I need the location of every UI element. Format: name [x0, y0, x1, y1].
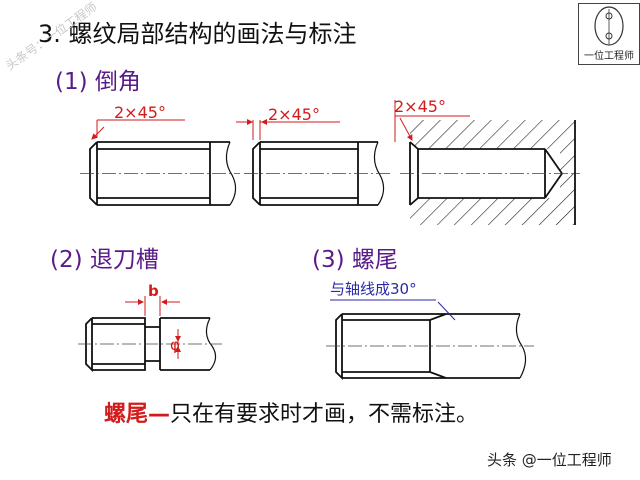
logo-emblem-icon — [594, 6, 624, 46]
section-runout-heading: (3) 螺尾 — [312, 247, 398, 273]
undercut-width-label: b — [148, 282, 159, 300]
chamfer-drawing-2: 2×45° — [236, 105, 392, 206]
runout-note-text: 只在有要求时才画，不需标注。 — [170, 402, 479, 427]
runout-note: 螺尾—只在有要求时才画，不需标注。 — [104, 396, 478, 428]
logo-text: 一位工程师 — [584, 51, 634, 62]
chamfer-drawing-3: 2×45° — [394, 97, 580, 225]
runout-angle-label: 与轴线成30° — [330, 280, 417, 298]
chamfer-1-dimension: 2×45° — [114, 103, 166, 122]
chamfer-2-dimension: 2×45° — [268, 105, 320, 124]
logo: 一位工程师 — [578, 3, 640, 65]
section-undercut-heading: (2) 退刀槽 — [50, 247, 159, 273]
chamfer-3-dimension: 2×45° — [394, 97, 446, 116]
runout-note-highlight: 螺尾— — [104, 402, 171, 427]
undercut-diameter-label: φ — [170, 336, 180, 354]
section-chamfer-heading: (1) 倒角 — [55, 69, 141, 95]
chamfer-drawing-1: 2×45° — [80, 103, 240, 206]
undercut-drawing: b φ — [78, 282, 222, 373]
runout-drawing: 与轴线成30° — [326, 280, 534, 381]
source-credit: 头条 @一位工程师 — [487, 451, 612, 469]
page-title: 3. 螺纹局部结构的画法与标注 — [38, 20, 357, 48]
